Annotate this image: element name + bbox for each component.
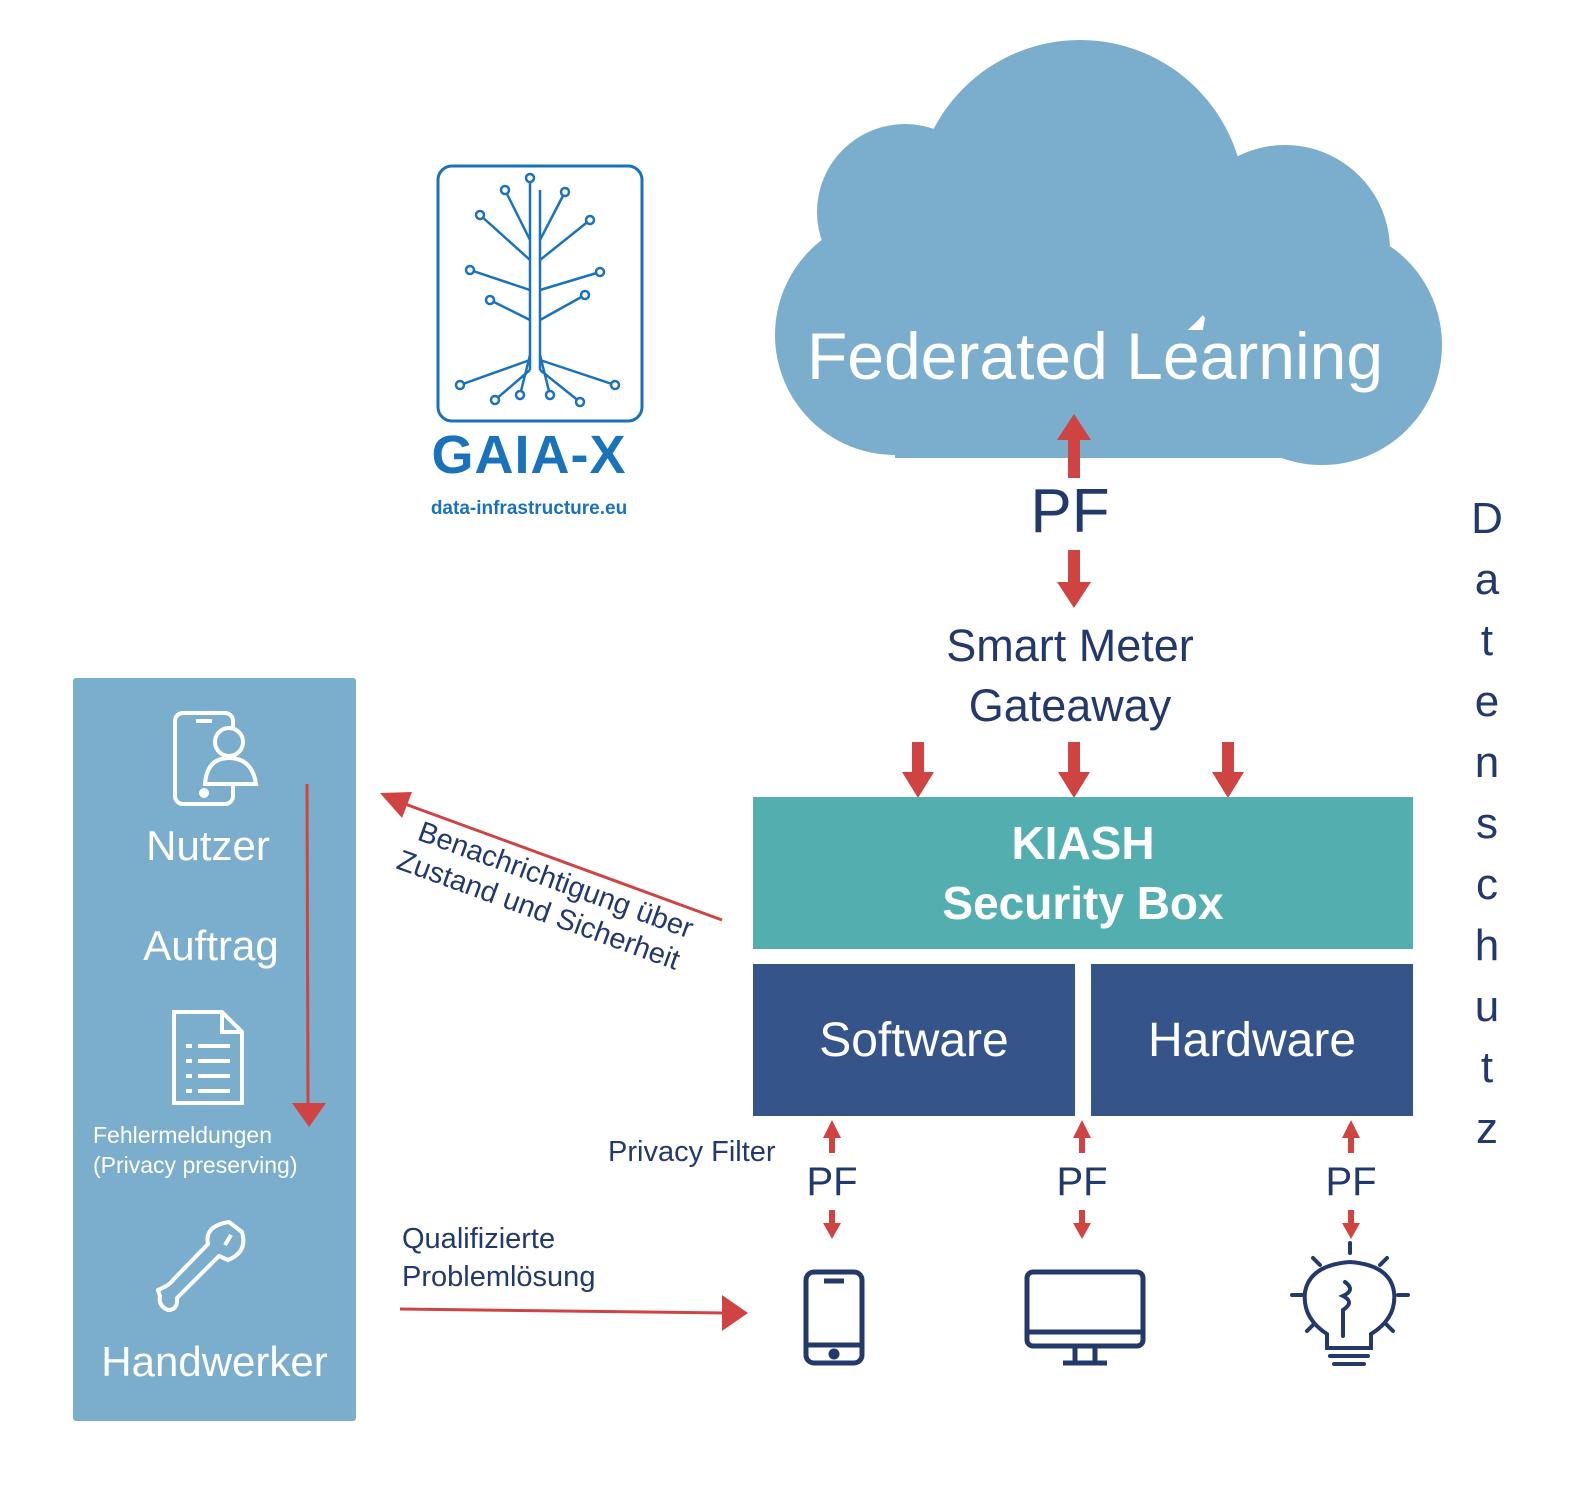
gateway-title-line1: Smart Meter — [946, 620, 1194, 671]
order-flow-arrowhead — [292, 1103, 326, 1127]
privacy-filter-caption: Privacy Filter — [608, 1136, 776, 1168]
solution-arrowhead — [722, 1295, 748, 1331]
document-icon — [172, 1010, 244, 1105]
gateway-kiash-arrows — [902, 742, 1244, 798]
software-label: Software — [819, 1013, 1009, 1067]
handwerker-label: Handwerker — [101, 1338, 328, 1385]
cloud-shape — [775, 40, 1442, 465]
kiash-security-box: KIASH Security Box — [753, 797, 1413, 949]
solution-arrow — [399, 1307, 726, 1315]
solution-label: Qualifizierte Problemlösung — [402, 1220, 595, 1296]
vertical-letter: s — [1476, 799, 1498, 848]
vertical-letter: e — [1474, 677, 1500, 726]
monitor-icon — [1024, 1269, 1146, 1366]
datenschutz-vertical-label: D a t e n s c h u t z — [1452, 488, 1522, 1159]
fehler-line1: Fehlermeldungen — [93, 1122, 273, 1148]
software-box: Software — [753, 964, 1075, 1116]
vertical-letter: c — [1476, 860, 1498, 909]
vertical-letter: u — [1474, 982, 1500, 1031]
order-flow-arrow — [305, 783, 310, 1106]
notification-arrowhead — [380, 792, 412, 818]
vertical-letter: a — [1474, 555, 1500, 604]
solution-line1: Qualifizierte — [402, 1223, 556, 1255]
vertical-letter: z — [1476, 1104, 1498, 1153]
solution-line2: Problemlösung — [402, 1261, 596, 1293]
smartphone-icon — [803, 1269, 865, 1366]
auftrag-label: Auftrag — [143, 922, 279, 969]
left-panel — [73, 678, 356, 1421]
kiash-line1: KIASH — [1011, 817, 1155, 869]
circuit-tree-lines — [459, 178, 616, 403]
gateway-title-line2: Gateaway — [968, 680, 1172, 731]
circuit-tree-icon — [436, 164, 644, 423]
logo-subtitle: data-infrastructure.eu — [430, 498, 628, 519]
user-tablet-icon — [173, 711, 259, 806]
light-bulb-icon — [1290, 1241, 1410, 1366]
vertical-letter: D — [1471, 494, 1503, 543]
vertical-letter: n — [1474, 738, 1500, 787]
vertical-letter: t — [1480, 616, 1494, 665]
notification-arrow — [404, 802, 723, 922]
kiash-line2: Security Box — [942, 877, 1224, 929]
vertical-letter: h — [1474, 921, 1500, 970]
pf-bulb-label: PF — [1325, 1160, 1377, 1204]
cloud-title: Federated Learning — [806, 319, 1384, 393]
nutzer-label: Nutzer — [146, 822, 270, 869]
gateway-pf-label: PF — [1030, 477, 1110, 546]
pf-phone-label: PF — [806, 1160, 858, 1204]
hardware-box: Hardware — [1091, 964, 1413, 1116]
circuit-tree-nodes — [454, 172, 621, 408]
pf-monitor-label: PF — [1056, 1160, 1108, 1204]
vertical-letter: t — [1480, 1043, 1494, 1092]
logo-title: GAIA-X — [431, 425, 627, 485]
fehler-line2: (Privacy preserving) — [93, 1152, 298, 1178]
device-pf-arrows — [823, 1120, 1360, 1239]
wrench-icon — [156, 1220, 246, 1312]
fehlermeldungen-label: Fehlermeldungen (Privacy preserving) — [93, 1120, 298, 1180]
hardware-label: Hardware — [1147, 1013, 1357, 1067]
gateway-title: Smart Meter Gateaway — [870, 616, 1270, 736]
cloud-gateway-arrows — [1057, 414, 1091, 608]
